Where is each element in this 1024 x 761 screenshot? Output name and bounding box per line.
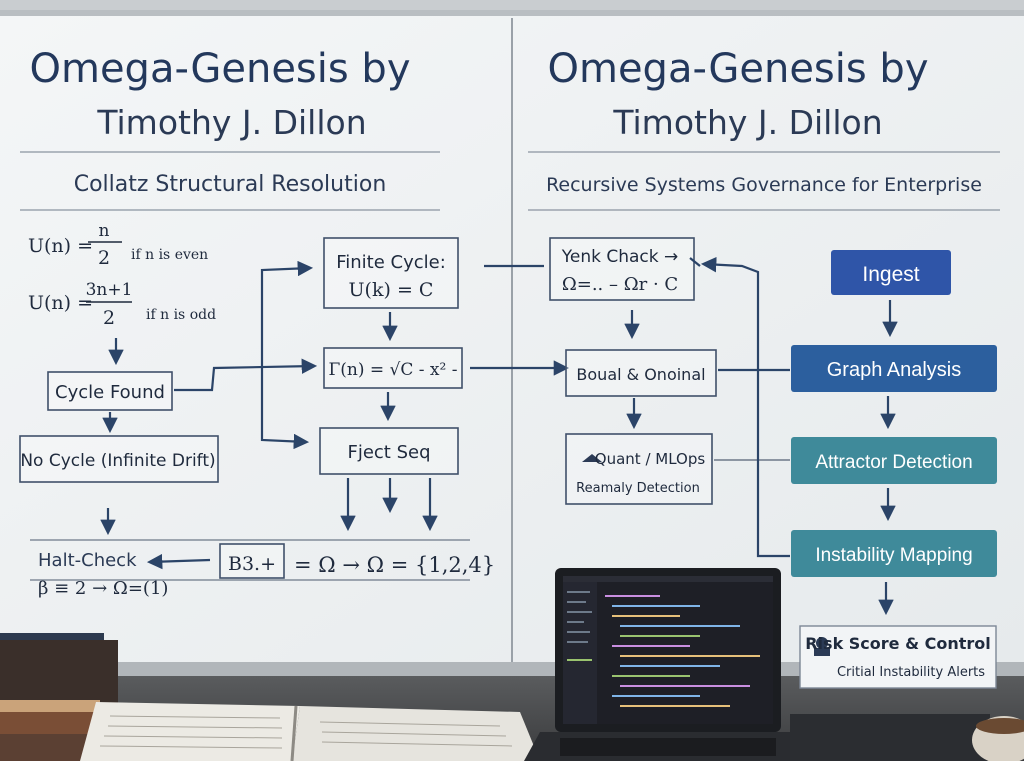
eq1-denominator: 2 [98, 247, 110, 269]
cycle-found-label: Cycle Found [55, 382, 165, 403]
right-subtitle: Recursive Systems Governance for Enterpr… [546, 174, 982, 196]
left-title-line1: Omega-Genesis by [30, 46, 411, 92]
laptop-screen [563, 576, 773, 724]
no-cycle-label: No Cycle (Infinite Drift) [20, 451, 215, 471]
quant-box [565, 433, 713, 505]
right-title-line2: Timothy J. Dillon [612, 103, 882, 142]
eq2-lhs: U(n) = [28, 292, 93, 314]
books-stack [0, 633, 118, 761]
formula-text: Γ(n) = √C - x² - [328, 360, 457, 380]
finite-cycle-box [323, 237, 459, 309]
flow-step-graph-analysis: Graph Analysis [791, 345, 997, 392]
quant-line2: Reamaly Detection [576, 481, 700, 496]
quant-icon [582, 454, 602, 462]
left-subtitle: Collatz Structural Resolution [74, 172, 387, 197]
left-title-line2: Timothy J. Dillon [96, 103, 366, 142]
halt-check-label: Halt-Check [38, 550, 137, 571]
eq1-lhs: U(n) = [28, 235, 93, 257]
flow-step-ingest: Ingest [831, 250, 951, 295]
eq2-denominator: 2 [103, 307, 115, 329]
risk-score-label: Risk Score & Control [805, 634, 991, 653]
cycle-found-box [47, 371, 173, 411]
finite-cycle-line2: U(k) = C [349, 279, 434, 301]
right-title-line1: Omega-Genesis by [548, 46, 929, 92]
flow-step-attractor-detection: Attractor Detection [791, 437, 997, 484]
yenk-check-box [549, 237, 695, 301]
svg-text:Ingest: Ingest [862, 263, 919, 286]
yenk-check-line1: Yenk Chack → [561, 247, 679, 267]
svg-text:Graph Analysis: Graph Analysis [827, 359, 962, 381]
formula-box [323, 347, 463, 389]
finite-cycle-line1: Finite Cycle: [336, 252, 446, 273]
no-cycle-box [19, 435, 219, 483]
b3-box [219, 543, 285, 579]
risk-alerts-label: Critial Instability Alerts [837, 665, 985, 680]
beta-line: β ≡ 2 → Ω=(1) [38, 578, 168, 599]
fject-seq-box [319, 427, 459, 475]
eq1-condition: if n is even [131, 247, 208, 263]
omega-set: = Ω → Ω = {1,2,4} [294, 553, 495, 577]
flow-step-instability-mapping: Instability Mapping [791, 530, 997, 577]
alert-icon [816, 637, 828, 649]
bound-box [565, 349, 717, 397]
fject-seq-label: Fject Seq [347, 442, 430, 463]
b3-label: B3.+ [228, 553, 276, 575]
eq1-numerator: n [99, 221, 110, 241]
svg-text:Instability Mapping: Instability Mapping [815, 545, 972, 566]
yenk-check-line2: Ω=.. – Ωr · C [562, 274, 678, 295]
quant-line1: Quant / MLOps [595, 450, 706, 468]
laptop [524, 568, 812, 761]
svg-text:Attractor Detection: Attractor Detection [815, 452, 972, 473]
risk-score-box [799, 625, 997, 689]
eq2-condition: if n is odd [146, 307, 216, 323]
laptop-right-edge [790, 714, 990, 761]
bound-label: Boual & Onoinal [576, 365, 705, 384]
open-notebook [80, 702, 540, 761]
eq2-numerator: 3n+1 [86, 280, 133, 300]
